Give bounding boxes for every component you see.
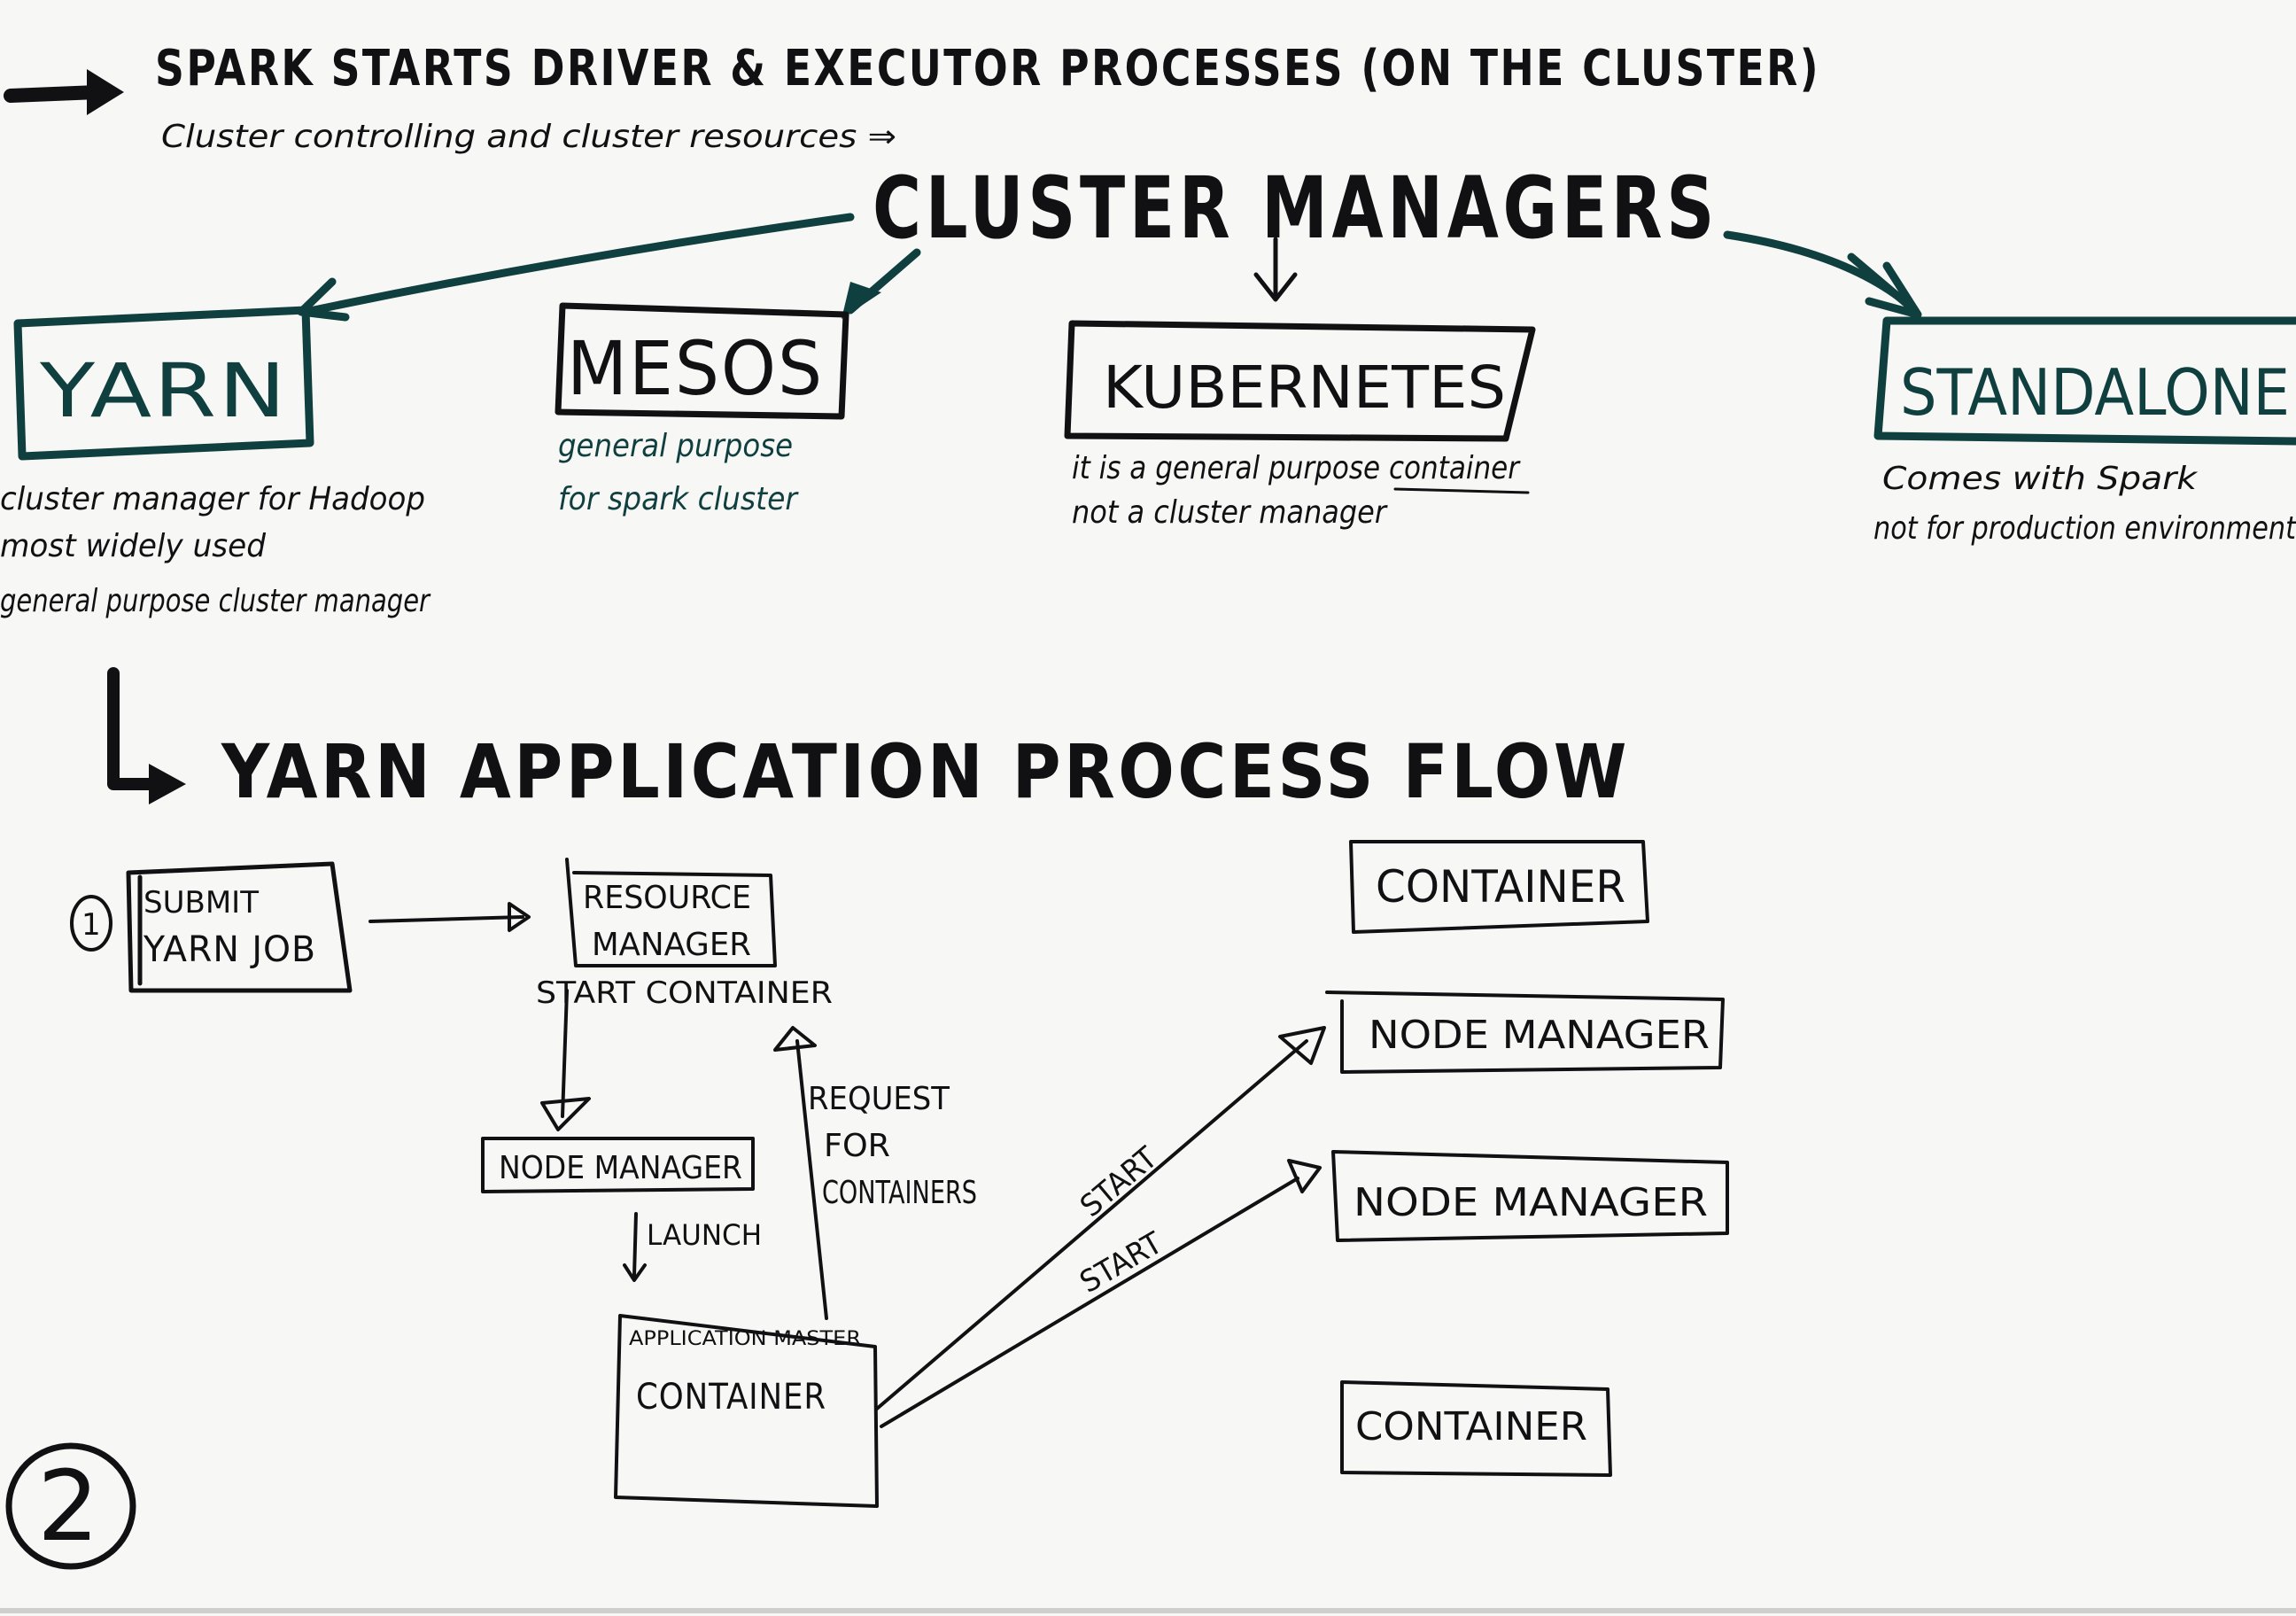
resource-manager-box (565, 858, 777, 967)
launch-arrow (623, 1212, 647, 1282)
node-manager-2-label: NODE MANAGER (1354, 1180, 1708, 1225)
node-manager-1-box (1325, 991, 1725, 1074)
flow-heading-arrow-icon (107, 667, 186, 804)
step-one-marker (70, 895, 112, 952)
arrow-to-kubernetes (1253, 237, 1298, 302)
flow-heading: YARN APPLICATION PROCESS FLOW (221, 728, 1630, 815)
resource-manager-line-1: RESOURCE (583, 880, 751, 916)
container-bottom-label: CONTAINER (1355, 1404, 1587, 1449)
node-manager-1-label: NODE MANAGER (1369, 1013, 1710, 1058)
mesos-note-1: general purpose (558, 428, 793, 464)
submit-line-1: SUBMIT (144, 885, 259, 921)
container-top-label: CONTAINER (1376, 861, 1625, 913)
container-top-box (1349, 840, 1649, 934)
application-master-label: APPLICATION MASTER (629, 1328, 861, 1350)
yarn-box (13, 306, 314, 461)
container-underline (1393, 487, 1530, 494)
kubernetes-note-1: it is a general purpose container (1072, 450, 1521, 486)
arrow-rm-to-node-manager (540, 989, 591, 1131)
arrow-submit-to-rm (368, 902, 531, 932)
header-title: SPARK STARTS DRIVER & EXECUTOR PROCESSES… (155, 40, 1820, 97)
arrow-to-yarn (297, 213, 855, 322)
container-bottom-box (1340, 1380, 1612, 1477)
kubernetes-box (1064, 320, 1536, 442)
launch-label: LAUNCH (647, 1218, 762, 1252)
standalone-label: STANDALONE (1900, 355, 2290, 430)
yarn-note-2: most widely used (0, 528, 267, 564)
arrow-request-to-rm (773, 1026, 828, 1320)
request-line-2: FOR (824, 1128, 890, 1164)
standalone-box (1873, 316, 2296, 446)
request-line-3: CONTAINERS (822, 1175, 977, 1211)
step-one-number: 1 (81, 907, 101, 943)
yarn-note-3: general purpose cluster manager (0, 583, 431, 619)
submit-yarn-job-box (126, 861, 353, 993)
arrow-start-to-node-manager-2 (880, 1159, 1322, 1428)
request-line-1: REQUEST (808, 1081, 950, 1117)
mesos-box (555, 302, 849, 420)
application-master-box (614, 1314, 879, 1508)
cluster-managers-heading: CLUSTER MANAGERS (873, 159, 1718, 258)
yarn-label: YARN (39, 347, 288, 434)
yarn-note-1: cluster manager for Hadoop (0, 481, 425, 517)
node-manager-left-box (481, 1137, 755, 1193)
header-arrow-icon (4, 69, 124, 115)
node-manager-left-label: NODE MANAGER (499, 1150, 742, 1186)
standalone-note-1: Comes with Spark (1882, 461, 2199, 497)
step-two-marker (5, 1442, 136, 1570)
arrow-to-mesos (842, 248, 921, 319)
mesos-label: MESOS (567, 325, 824, 412)
application-master-container-label: CONTAINER (636, 1377, 826, 1418)
header-subtitle: Cluster controlling and cluster resource… (161, 119, 896, 155)
arrow-to-standalone (1723, 230, 1922, 319)
kubernetes-label: KUBERNETES (1103, 354, 1506, 422)
mesos-note-2: for spark cluster (558, 481, 799, 517)
start-container-label: START CONTAINER (536, 975, 833, 1011)
resource-manager-line-2: MANAGER (592, 927, 751, 963)
arrow-start-to-node-manager-1 (875, 1026, 1326, 1410)
standalone-note-2: not for production environment (1873, 510, 2296, 547)
start-label-1: START (1074, 1140, 1164, 1224)
start-label-2: START (1074, 1225, 1169, 1301)
step-two-number: 2 (37, 1449, 99, 1563)
node-manager-2-box (1331, 1150, 1729, 1242)
submit-line-2: YARN JOB (143, 929, 316, 970)
kubernetes-note-2: not a cluster manager (1072, 494, 1388, 531)
